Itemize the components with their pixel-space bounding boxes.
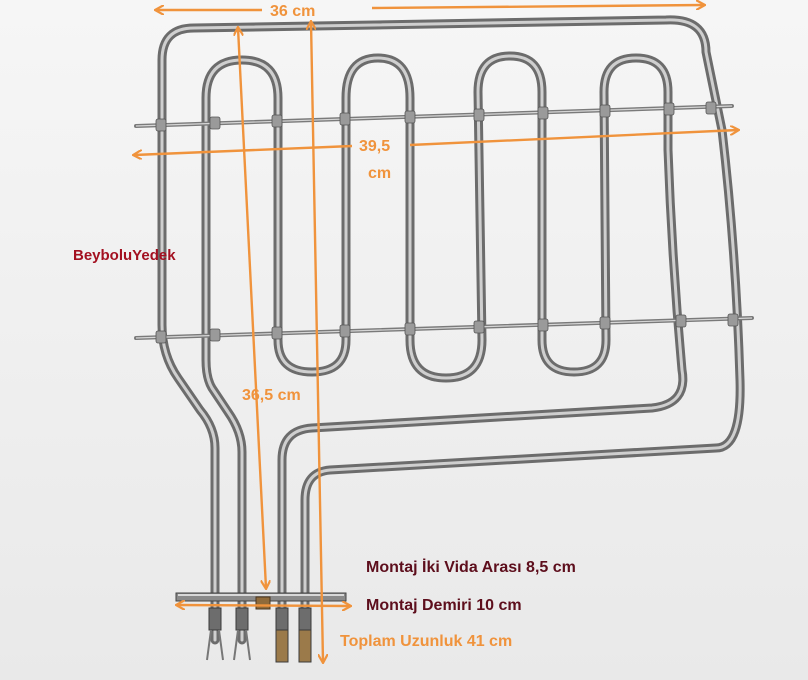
brand-watermark: BeyboluYedek xyxy=(73,247,176,264)
bracket-arrow xyxy=(177,605,350,606)
middle-width-arrow-right xyxy=(409,130,738,147)
total-length-arrow xyxy=(311,22,323,662)
support-rods xyxy=(134,101,754,344)
middle-width-unit: cm xyxy=(368,165,392,182)
total-length-label: Toplam Uzunluk 41 cm xyxy=(340,633,513,650)
dimension-arrows xyxy=(134,5,738,662)
terminal-pins xyxy=(206,607,312,663)
bracket-length-label: Montaj Demiri 10 cm xyxy=(366,597,522,614)
top-width-arrow-right xyxy=(371,5,704,8)
screw-spacing-label: Montaj İki Vida Arası 8,5 cm xyxy=(366,559,576,576)
middle-width-label: 39,5 xyxy=(359,138,391,155)
height-arrow xyxy=(238,28,266,588)
outer-heating-loop xyxy=(157,15,745,645)
height-label: 36,5 cm xyxy=(242,387,301,404)
top-width-label: 36 cm xyxy=(270,3,316,20)
